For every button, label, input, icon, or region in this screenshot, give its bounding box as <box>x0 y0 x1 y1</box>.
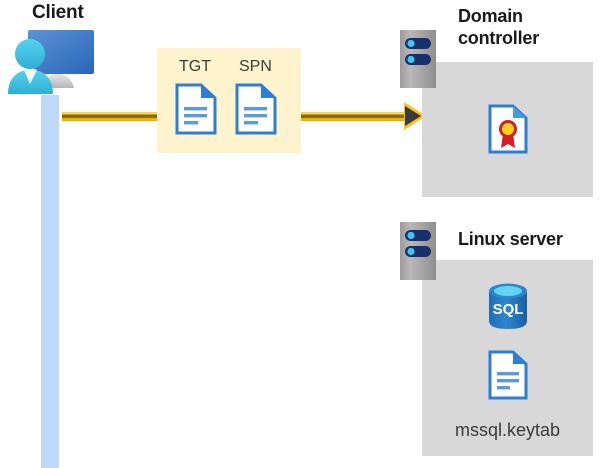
linux-server-rack-icon <box>400 222 436 280</box>
message-box: TGT SPN <box>157 48 301 153</box>
user-monitor-icon <box>4 26 96 98</box>
linux-server-title: Linux server <box>458 229 563 249</box>
sql-database-label: SQL <box>493 301 524 318</box>
tgt-document-icon <box>175 83 217 140</box>
domain-controller-title: Domain controller <box>458 6 540 48</box>
tgt-label: TGT <box>179 58 211 75</box>
keytab-document-icon <box>488 350 528 400</box>
certificate-document-icon <box>488 104 528 154</box>
sql-database-icon: SQL <box>486 282 530 330</box>
keytab-filename-label: mssql.keytab <box>454 420 561 440</box>
client-title: Client <box>32 2 84 23</box>
spn-document-icon <box>235 83 277 140</box>
client-lifeline <box>41 95 59 468</box>
spn-label: SPN <box>239 58 272 75</box>
message-arrow-head-icon <box>405 106 421 126</box>
domain-controller-server-rack-icon <box>400 30 436 88</box>
